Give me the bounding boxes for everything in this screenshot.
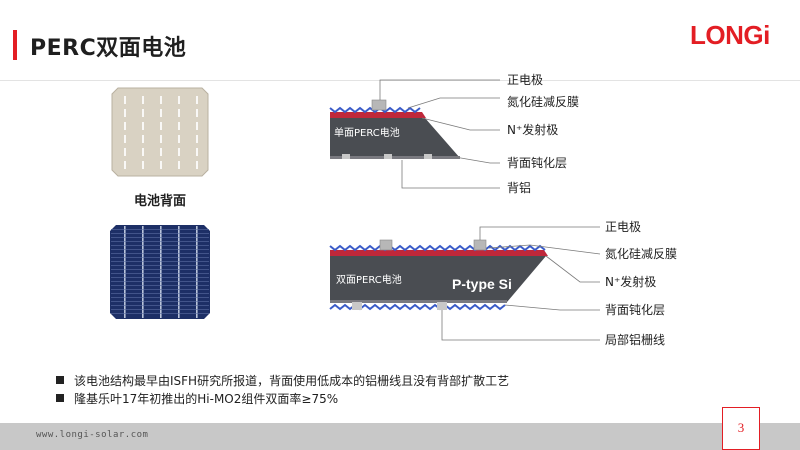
bullet-square-icon [56, 376, 64, 384]
bullet-list: 该电池结构最早由ISFH研究所报道，背面使用低成本的铝栅线且没有背部扩散工艺 隆… [56, 372, 509, 408]
top-callout-emitter: N⁺发射极 [507, 122, 558, 137]
bottom-callout-antireflection: 氮化硅减反膜 [605, 246, 677, 261]
front-electrode [371, 99, 387, 111]
footer-bar [0, 423, 800, 450]
monofacial-cell-label: 单面PERC电池 [334, 126, 400, 139]
top-callout-antireflection: 氮化硅减反膜 [507, 94, 579, 109]
page-number: 3 [737, 420, 745, 435]
p-type-si-label: P-type Si [452, 276, 512, 292]
bifacial-perc-diagram: 双面PERC电池 P-type Si 正电极 氮化硅减反膜 N⁺发射极 背面钝化… [329, 220, 677, 347]
footer-url[interactable]: www.longi-solar.com [36, 430, 149, 440]
top-callout-passivation: 背面钝化层 [507, 156, 567, 170]
bottom-callout-front-electrode: 正电极 [605, 220, 641, 234]
bifacial-cell-label: 双面PERC电池 [336, 273, 402, 286]
bullet-text: 隆基乐叶17年初推出的Hi-MO2组件双面率≥75% [74, 392, 339, 406]
bottom-callout-local-al-grid: 局部铝栅线 [605, 332, 665, 347]
header-divider [0, 80, 800, 81]
cell-back-photo [111, 87, 209, 177]
bottom-callout-passivation: 背面钝化层 [605, 303, 665, 317]
bullet-item: 隆基乐叶17年初推出的Hi-MO2组件双面率≥75% [56, 390, 509, 408]
title-accent-bar [13, 30, 17, 60]
slide-title: PERC双面电池 [30, 36, 187, 61]
top-callout-front-electrode: 正电极 [507, 73, 543, 87]
monofacial-perc-diagram: 单面PERC电池 正电极 氮化硅减反膜 N⁺发射极 背面钝化层 背铝 [329, 73, 579, 195]
longi-logo: LONGi [690, 20, 770, 50]
cell-back-caption: 电池背面 [133, 194, 186, 209]
bullet-square-icon [56, 394, 64, 402]
top-callout-back-aluminum: 背铝 [507, 180, 531, 195]
bottom-callout-emitter: N⁺发射极 [605, 274, 656, 289]
bullet-text: 该电池结构最早由ISFH研究所报道，背面使用低成本的铝栅线且没有背部扩散工艺 [74, 374, 510, 388]
page-number-box [722, 407, 760, 450]
cell-front-photo [110, 225, 210, 319]
bullet-item: 该电池结构最早由ISFH研究所报道，背面使用低成本的铝栅线且没有背部扩散工艺 [56, 372, 509, 390]
